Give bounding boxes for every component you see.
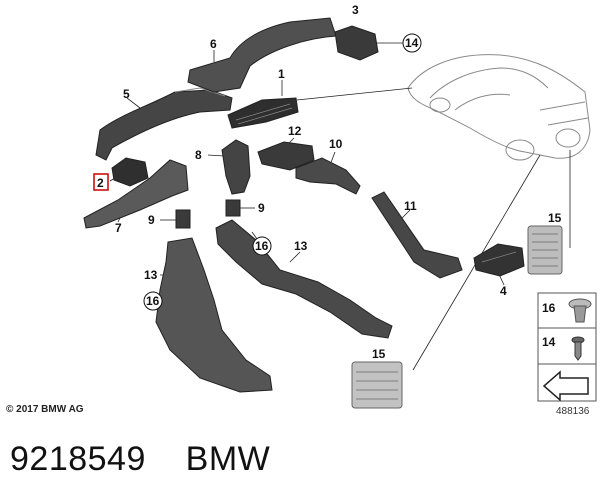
callout-circle-16-center: 16	[252, 236, 272, 256]
legend-label-16: 16	[542, 301, 556, 315]
part-4-vent	[473, 243, 525, 277]
part-15-grille-lower	[351, 361, 403, 409]
part-3-vent	[334, 25, 379, 61]
svg-text:16: 16	[255, 239, 269, 253]
callout-9-right: 9	[258, 201, 265, 215]
callout-4: 4	[500, 284, 507, 298]
part-13-duct-center	[215, 219, 393, 339]
part-2-vent	[111, 157, 149, 187]
part-9-clip-b	[225, 199, 241, 217]
parts	[83, 17, 563, 409]
callout-3: 3	[352, 3, 359, 17]
callout-7: 7	[115, 221, 122, 235]
callout-11: 11	[404, 199, 417, 213]
callout-12: 12	[288, 124, 302, 138]
svg-text:16: 16	[146, 294, 160, 308]
callout-6: 6	[210, 37, 217, 51]
part-10-duct	[295, 157, 361, 195]
car-outline	[407, 54, 591, 161]
svg-text:2: 2	[97, 176, 104, 190]
direction-arrow-icon	[542, 370, 589, 402]
push-clip-icon	[568, 298, 592, 323]
part-9-clip-a	[175, 209, 191, 229]
callout-8: 8	[195, 148, 202, 162]
callout-13-lower: 13	[144, 268, 158, 282]
callout-1: 1	[278, 67, 285, 81]
callout-13-center: 13	[294, 239, 308, 253]
part-8-duct	[221, 139, 251, 195]
callout-box-2: 2	[93, 173, 109, 191]
part-7-duct	[83, 159, 189, 229]
part-6-duct	[187, 17, 337, 93]
svg-text:14: 14	[405, 36, 419, 50]
callout-10: 10	[329, 137, 343, 151]
callout-9-left: 9	[148, 213, 155, 227]
screw-icon	[571, 336, 585, 361]
copyright-notice: © 2017 BMW AG	[6, 404, 84, 415]
callout-circle-14: 14	[402, 33, 422, 53]
air-duct-parts-diagram: 3 14 6 1 5 2 7 8 9 9 12 10 11 13 13 16 1…	[83, 3, 597, 409]
part-caption: 9218549 BMW	[10, 440, 270, 479]
legend-label-14: 14	[542, 335, 556, 349]
callout-15-upper: 15	[548, 211, 562, 225]
part-11-duct	[371, 191, 463, 279]
part-5-duct	[95, 89, 233, 161]
part-1-vent	[227, 97, 299, 129]
part-12-vent	[257, 141, 315, 171]
part-number: 9218549	[10, 440, 146, 478]
callout-15-lower: 15	[372, 347, 386, 361]
fastener-legend	[537, 292, 597, 402]
callout-5: 5	[123, 87, 130, 101]
callout-circle-16-lower: 16	[143, 291, 163, 311]
drawing-number: 488136	[556, 406, 590, 417]
brand-name: BMW	[185, 440, 271, 478]
